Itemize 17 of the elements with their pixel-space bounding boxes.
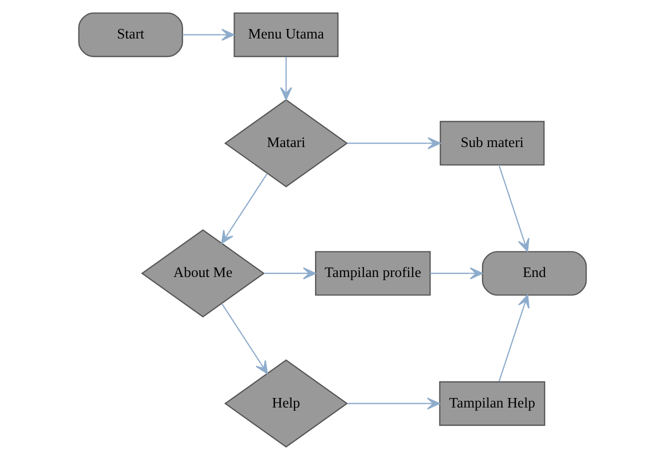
- arrow: [347, 398, 440, 410]
- node-box: Tampilan profile: [315, 251, 431, 296]
- arrow: [430, 267, 483, 280]
- arrow: [221, 173, 268, 244]
- arrow: [347, 137, 441, 150]
- node-diamond: Matari: [224, 99, 348, 188]
- node-box: End: [482, 251, 587, 296]
- arrow: [498, 164, 530, 252]
- arrow: [280, 56, 292, 100]
- arrow: [264, 267, 316, 280]
- arrow: [221, 303, 268, 374]
- arrow: [498, 294, 530, 382]
- arrow: [182, 28, 235, 41]
- node-box: Menu Utama: [234, 12, 339, 58]
- node-box: Tampilan Help: [439, 381, 546, 426]
- node-box: Sub materi: [440, 120, 545, 166]
- node-box: Start: [78, 12, 184, 58]
